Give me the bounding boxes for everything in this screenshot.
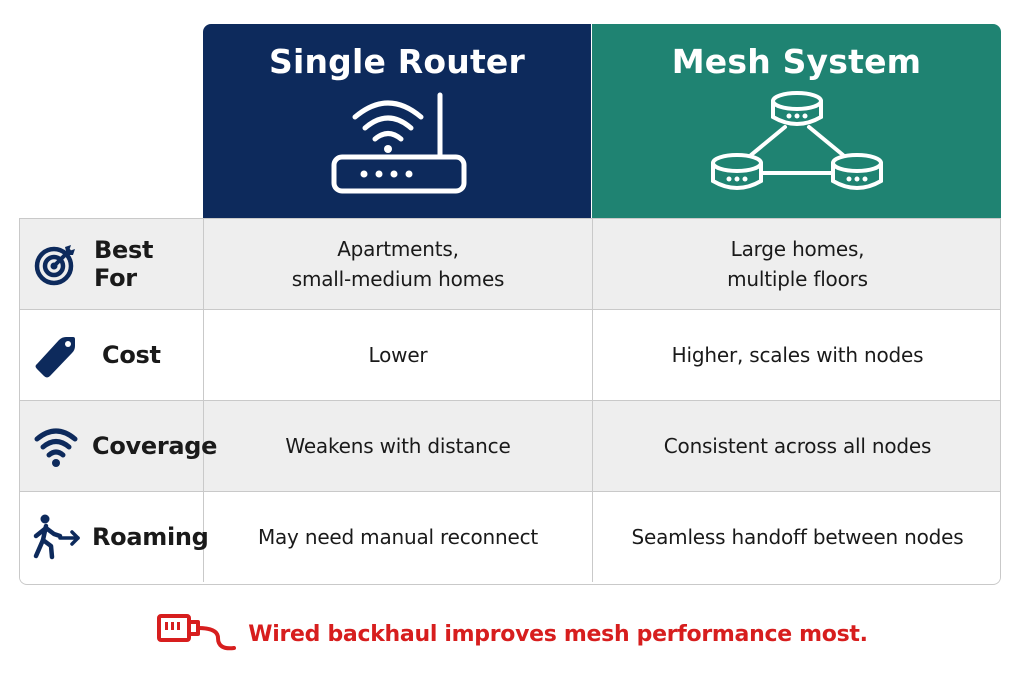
single-router-value: Lower (204, 310, 593, 400)
footnote-text: Wired backhaul improves mesh performance… (248, 622, 868, 647)
row-label: Roaming (92, 523, 209, 551)
row-label: Coverage (92, 432, 218, 460)
column-title-mesh-system: Mesh System (671, 42, 922, 81)
value-line: Weakens with distance (285, 434, 511, 458)
comparison-table: Best For Apartments, small-medium homes … (19, 218, 1001, 585)
column-title-single-router: Single Router (269, 42, 525, 81)
value-line: Large homes, (730, 237, 865, 261)
target-icon (32, 240, 80, 288)
price-tag-icon (32, 331, 80, 379)
row-label: Cost (102, 341, 161, 369)
value-line: May need manual reconnect (257, 525, 539, 549)
mesh-system-value: Seamless handoff between nodes (593, 492, 1000, 582)
table-row-best-for: Best For Apartments, small-medium homes … (20, 218, 1000, 309)
value-line: Higher, scales with nodes (671, 343, 924, 367)
footnote: Wired backhaul improves mesh performance… (0, 610, 1024, 659)
single-router-value: May need manual reconnect (204, 492, 593, 582)
column-header-single-router: Single Router (203, 24, 591, 218)
row-label-cell: Cost (20, 310, 204, 400)
row-label: Best For (94, 236, 154, 292)
value-line: Lower (368, 343, 428, 367)
value-line: Seamless handoff between nodes (631, 525, 964, 549)
mesh-system-value: Large homes, multiple floors (593, 219, 1000, 309)
walking-person-icon (32, 513, 80, 561)
single-router-value: Weakens with distance (204, 401, 593, 491)
table-row-coverage: Coverage Weakens with distance Consisten… (20, 400, 1000, 491)
row-label-cell: Roaming (20, 492, 209, 582)
mesh-nodes-icon (707, 91, 887, 208)
row-label-cell: Coverage (20, 401, 217, 491)
table-row-cost: Cost Lower Higher, scales with nodes (20, 309, 1000, 400)
value-line: Consistent across all nodes (663, 434, 932, 458)
column-header-mesh-system: Mesh System (592, 24, 1001, 218)
wifi-signal-icon (32, 422, 80, 470)
value-line: small-medium homes (291, 267, 505, 291)
mesh-system-value: Consistent across all nodes (593, 401, 1000, 491)
ethernet-cable-icon (156, 610, 240, 659)
mesh-system-value: Higher, scales with nodes (593, 310, 1000, 400)
single-router-value: Apartments, small-medium homes (204, 219, 593, 309)
value-line: multiple floors (727, 267, 868, 291)
row-label-cell: Best For (20, 219, 204, 309)
table-row-roaming: Roaming May need manual reconnect Seamle… (20, 491, 1000, 582)
wifi-router-icon (322, 91, 472, 202)
value-line: Apartments, (337, 237, 459, 261)
